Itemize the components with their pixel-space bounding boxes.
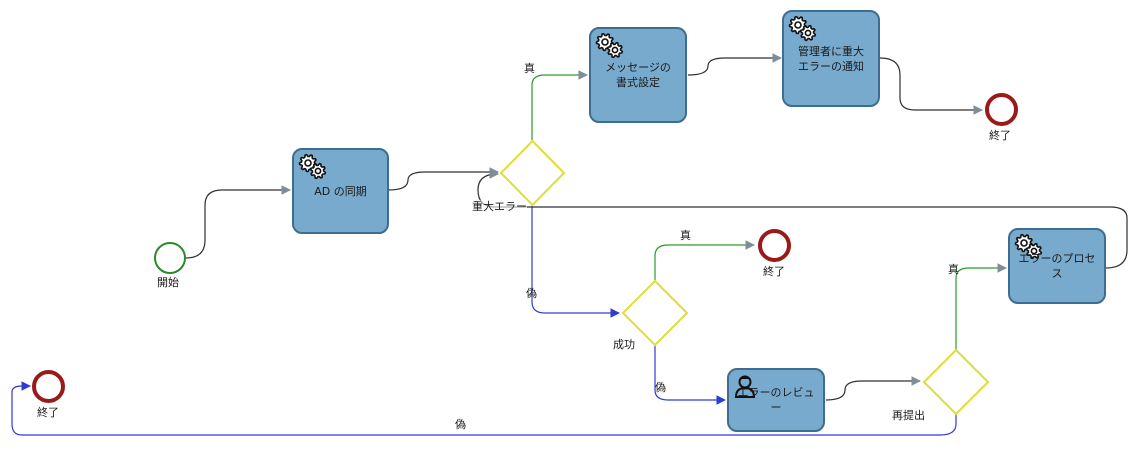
gateway-critical-error-label: 重大エラー: [472, 200, 527, 213]
task-review-error[interactable]: エラーのレビュー: [727, 368, 825, 432]
gateway-critical-error[interactable]: [499, 139, 566, 207]
task-process-error[interactable]: エラーのプロセス: [1008, 228, 1106, 304]
flow-label-critical-true: 真: [524, 62, 535, 75]
task-process-error-label: エラーのプロセス: [1018, 252, 1096, 280]
task-format-message[interactable]: メッセージの 書式設定: [589, 27, 687, 123]
flow-critical-false[interactable]: [531, 206, 620, 318]
flow-format-to-notify[interactable]: [687, 53, 782, 76]
gateway-success-label: 成功: [613, 338, 635, 351]
flow-label-critical-false: 偽: [526, 287, 537, 300]
end-event-middle[interactable]: [758, 229, 791, 262]
flow-critical-true[interactable]: [531, 70, 588, 140]
gear-icon: [1014, 233, 1043, 260]
gear-icon: [595, 32, 624, 59]
gear-icon: [298, 153, 327, 180]
task-review-error-label: エラーのレビュー: [737, 386, 815, 414]
flow-process-error-loop[interactable]: [477, 169, 1128, 269]
user-icon: [734, 375, 756, 398]
flow-resubmit-false[interactable]: [11, 381, 957, 436]
end-event-left-label: 終了: [37, 406, 59, 419]
task-ad-sync[interactable]: AD の同期: [292, 148, 389, 234]
gear-icon: [788, 15, 817, 42]
start-event-label: 開始: [157, 276, 179, 289]
flow-notify-to-end[interactable]: [879, 57, 983, 115]
flow-label-resubmit-false: 偽: [455, 418, 466, 431]
end-event-top[interactable]: [985, 93, 1018, 126]
gateway-resubmit-label: 再提出: [892, 409, 925, 422]
flow-success-false[interactable]: [654, 345, 726, 405]
task-ad-sync-label: AD の同期: [314, 184, 367, 198]
task-notify-admin-label: 管理者に重大 エラーの通知: [798, 44, 864, 73]
end-event-middle-label: 終了: [763, 265, 785, 278]
flow-review-to-resubmit[interactable]: [825, 376, 921, 401]
gateway-resubmit[interactable]: [922, 348, 990, 416]
gateway-success[interactable]: [621, 279, 689, 347]
end-event-top-label: 終了: [989, 129, 1011, 142]
flow-ad-sync-to-critical-gateway[interactable]: [388, 167, 499, 191]
start-event[interactable]: [154, 242, 186, 274]
end-event-left[interactable]: [32, 370, 65, 403]
flow-success-true[interactable]: [654, 240, 755, 280]
task-notify-admin[interactable]: 管理者に重大 エラーの通知: [782, 10, 880, 107]
flow-label-success-true: 真: [680, 229, 691, 242]
flow-resubmit-true[interactable]: [955, 263, 1007, 350]
flow-label-success-false: 偽: [655, 381, 666, 394]
task-format-message-label: メッセージの 書式設定: [605, 61, 671, 89]
flow-label-resubmit-true: 真: [948, 263, 959, 276]
flow-start-to-ad-sync[interactable]: [185, 185, 291, 259]
